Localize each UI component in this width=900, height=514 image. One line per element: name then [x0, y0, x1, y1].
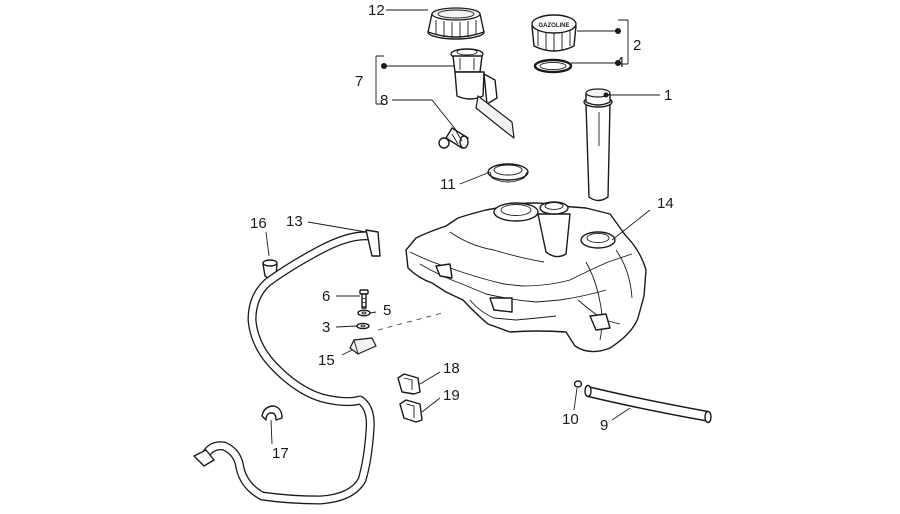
label-7: 7: [355, 73, 364, 90]
part-17-clamp[interactable]: [261, 405, 283, 421]
label-10: 10: [562, 411, 579, 428]
label-17: 17: [272, 445, 289, 462]
part-19-clip[interactable]: [399, 399, 423, 423]
label-12: 12: [368, 2, 385, 19]
assembly-line-tank: [377, 311, 447, 331]
label-16: 16: [250, 215, 267, 232]
part-14-fuel-tank[interactable]: [405, 201, 647, 353]
part-11-gasket[interactable]: [487, 163, 529, 183]
label-4: 4: [616, 54, 625, 71]
label-6: 6: [322, 288, 331, 305]
part-10-hose-clamp[interactable]: [573, 380, 583, 388]
leader-dots: [381, 28, 621, 98]
part-18-clip[interactable]: [397, 373, 421, 395]
label-11: 11: [440, 176, 456, 193]
label-2: 2: [633, 37, 642, 54]
label-3: 3: [322, 319, 331, 336]
label-15: 15: [318, 352, 335, 369]
part-5-washer[interactable]: [357, 309, 371, 317]
part-6-screw[interactable]: [359, 289, 369, 309]
label-19: 19: [443, 387, 460, 404]
label-1: 1: [664, 87, 673, 104]
part-3-washer[interactable]: [356, 322, 370, 330]
part-7-fuel-pump[interactable]: [450, 48, 515, 139]
label-9: 9: [600, 417, 609, 434]
part-9-drain-hose[interactable]: [584, 384, 712, 424]
label-14: 14: [657, 195, 674, 212]
part-2-fuel-cap[interactable]: GAZOLINE: [531, 14, 577, 52]
leader-lines: [265, 9, 660, 445]
part-4-o-ring[interactable]: [533, 58, 573, 74]
part-1-level-sender[interactable]: [583, 88, 613, 202]
part-8-fuel-filter[interactable]: [438, 127, 469, 149]
label-13: 13: [286, 213, 303, 230]
label-18: 18: [443, 360, 460, 377]
cap-brand-text: GAZOLINE: [539, 23, 570, 29]
part-15-rubber-block[interactable]: [349, 337, 377, 355]
label-8: 8: [380, 92, 389, 109]
part-13-breather-hose[interactable]: [193, 229, 381, 505]
label-5: 5: [383, 302, 392, 319]
part-12-ring-nut[interactable]: [427, 7, 485, 40]
